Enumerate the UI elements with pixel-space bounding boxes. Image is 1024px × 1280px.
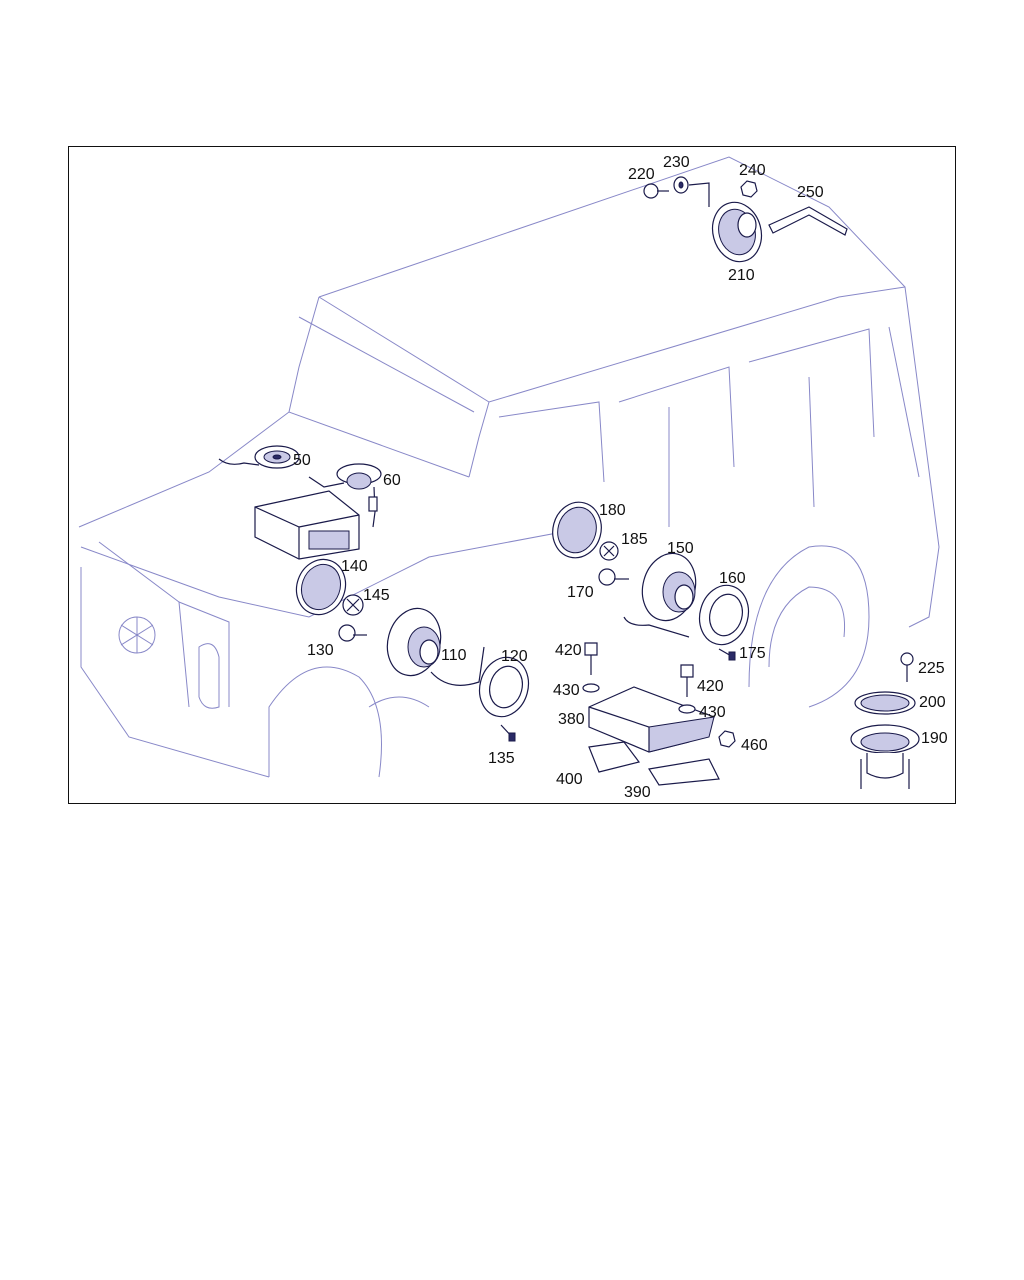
clip-185 [599, 541, 619, 561]
callout-120: 120 [501, 648, 528, 665]
mid-speaker-110 [386, 607, 485, 686]
screw-130 [338, 624, 367, 642]
vehicle-outline [78, 156, 940, 778]
bracket-390 [648, 758, 720, 786]
callout-175: 175 [739, 645, 766, 662]
callout-380: 380 [558, 711, 585, 728]
grille-200 [854, 691, 916, 715]
bolt-420a [584, 642, 598, 675]
callout-225: 225 [918, 660, 945, 677]
callout-150: 150 [667, 540, 694, 557]
bracket-400 [588, 741, 641, 773]
callout-170: 170 [567, 584, 594, 601]
callout-460: 460 [741, 737, 768, 754]
callout-420-left: 420 [555, 642, 582, 659]
tweeter-speaker-60 [308, 463, 382, 528]
callout-145: 145 [363, 587, 390, 604]
callout-220: 220 [628, 166, 655, 183]
callout-50: 50 [293, 452, 311, 469]
speaker-190 [850, 724, 920, 789]
callout-110: 110 [441, 647, 467, 664]
callout-230: 230 [663, 154, 690, 171]
radio-head-unit [254, 490, 360, 560]
bolt-420b [680, 664, 694, 697]
amplifier-380 [588, 686, 716, 753]
washer-430a [582, 683, 600, 693]
callout-60: 60 [383, 472, 401, 489]
tube-250 [768, 206, 848, 236]
callout-140: 140 [341, 558, 368, 575]
exploded-parts-diagram: 50 60 110 120 130 135 140 145 150 160 17… [78, 154, 948, 801]
mounting-ring-120 [478, 656, 530, 718]
bolt-220 [643, 183, 669, 199]
callout-labels: 50 60 110 120 130 135 140 145 150 160 17… [293, 154, 948, 801]
callout-430-left: 430 [553, 682, 580, 699]
mid-speaker-150 [623, 552, 697, 638]
callout-250: 250 [797, 184, 824, 201]
callout-200: 200 [919, 694, 946, 711]
callout-135: 135 [488, 750, 515, 767]
nut-460 [718, 730, 736, 748]
callout-180: 180 [599, 502, 626, 519]
callout-390: 390 [624, 784, 651, 801]
screw-135 [500, 724, 516, 742]
callout-430-right: 430 [699, 704, 726, 721]
callout-185: 185 [621, 531, 648, 548]
speaker-grille-140 [295, 558, 347, 616]
clip-145 [342, 594, 364, 616]
roof-speaker-210 [711, 201, 763, 263]
speaker-grille-180 [552, 501, 602, 559]
screw-175 [718, 648, 736, 661]
callout-400: 400 [556, 771, 583, 788]
callout-420-right: 420 [697, 678, 724, 695]
callout-190: 190 [921, 730, 948, 747]
screw-170 [598, 568, 629, 586]
mounting-ring-160 [698, 584, 750, 646]
callout-210: 210 [728, 267, 755, 284]
callout-130: 130 [307, 642, 334, 659]
callout-240: 240 [739, 162, 766, 179]
washer-430b [678, 704, 696, 714]
callout-160: 160 [719, 570, 746, 587]
diagram-frame: 50 60 110 120 130 135 140 145 150 160 17… [68, 146, 956, 804]
nut-240 [740, 180, 758, 198]
tweeter-speaker-50 [218, 445, 300, 469]
washer-230 [673, 176, 689, 194]
screw-225 [900, 652, 914, 682]
